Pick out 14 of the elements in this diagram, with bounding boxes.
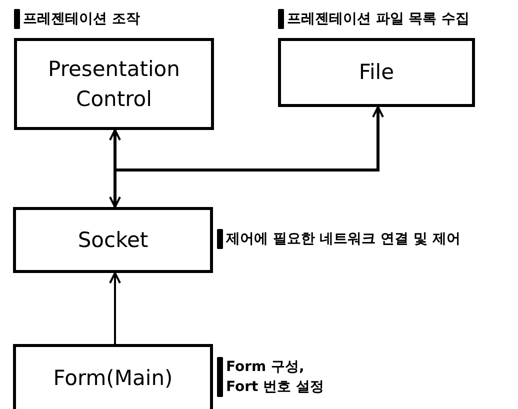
process-box	[13, 207, 213, 273]
annotation-text: 제어에 필요한 네트워크 연결 및 제어	[226, 230, 460, 249]
arrow	[109, 129, 121, 208]
box-label: Presentation Control	[47, 56, 181, 113]
annotation-text: 프레젠테이션 조작	[23, 10, 140, 29]
box-label: Form(Main)	[52, 365, 174, 392]
box-label: File	[358, 59, 396, 86]
box-label: Socket	[76, 226, 150, 254]
process-box	[13, 344, 213, 409]
annotation-text: Form 구성, Fort 번호 설정	[226, 358, 325, 397]
process-box	[278, 38, 475, 107]
annotation-text: 프레젠테이션 파일 목록 수집	[287, 10, 470, 29]
process-box	[14, 38, 214, 130]
arrow	[109, 272, 121, 344]
